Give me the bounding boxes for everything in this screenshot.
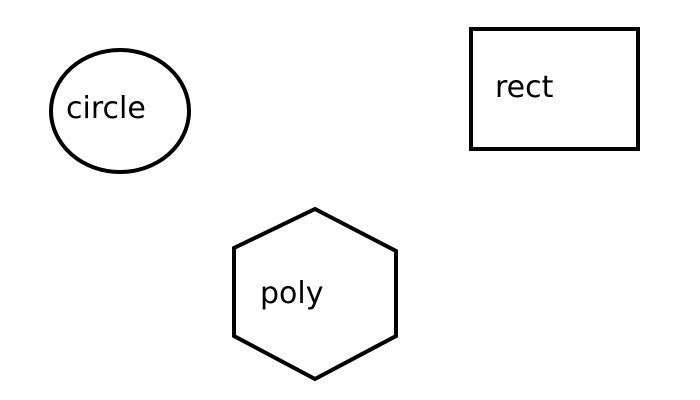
circle-outline [49, 48, 191, 174]
rect-outline [469, 27, 640, 151]
hexagon-outline [232, 206, 398, 382]
circle-label: circle [66, 91, 146, 126]
poly-label: poly [260, 276, 324, 311]
poly-shape: poly [232, 206, 398, 382]
rect-label: rect [495, 70, 554, 105]
circle-shape: circle [49, 48, 191, 174]
rect-shape: rect [469, 27, 640, 151]
